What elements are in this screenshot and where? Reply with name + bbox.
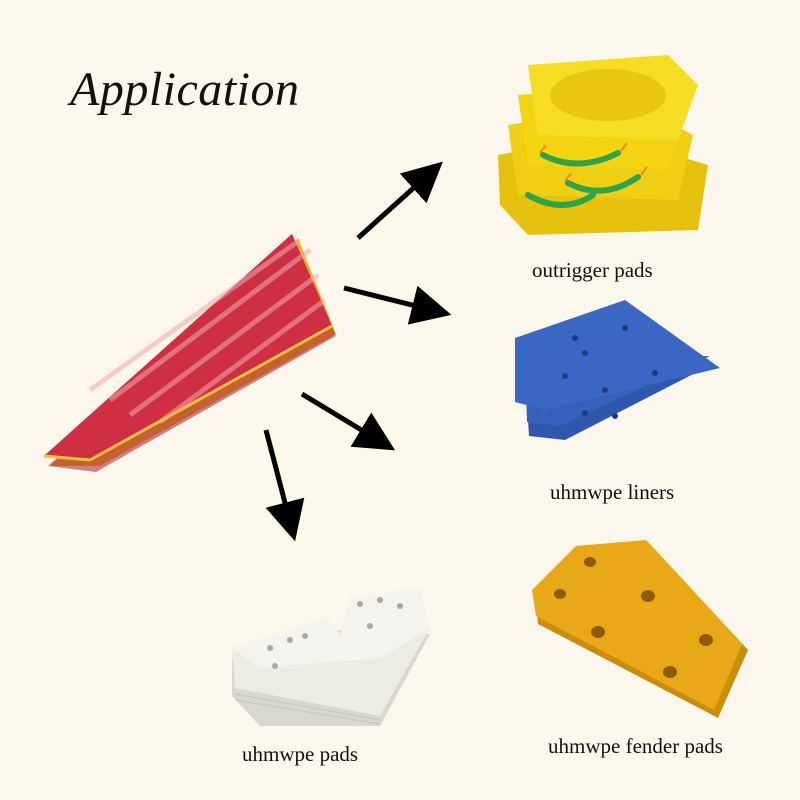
uhmwpe-pads-label: uhmwpe pads bbox=[242, 742, 359, 766]
arrow-to-fender-pads bbox=[300, 391, 396, 451]
fender-pads-label: uhmwpe fender pads bbox=[548, 734, 723, 758]
fender-pads-image bbox=[532, 540, 748, 718]
arrow-to-uhmwpe-pads bbox=[263, 429, 305, 542]
outrigger-pads-image bbox=[498, 55, 708, 235]
page-title: Application bbox=[70, 63, 300, 116]
arrow-to-outrigger-pads bbox=[356, 161, 443, 240]
red-sheets-image bbox=[43, 234, 336, 472]
uhmwpe-pads-image bbox=[232, 588, 430, 726]
arrow-to-uhmwpe-liners bbox=[343, 285, 452, 325]
uhmwpe-liners-label: uhmwpe liners bbox=[550, 480, 675, 504]
outrigger-pads-label: outrigger pads bbox=[532, 258, 653, 282]
uhmwpe-liners-image bbox=[515, 300, 720, 440]
